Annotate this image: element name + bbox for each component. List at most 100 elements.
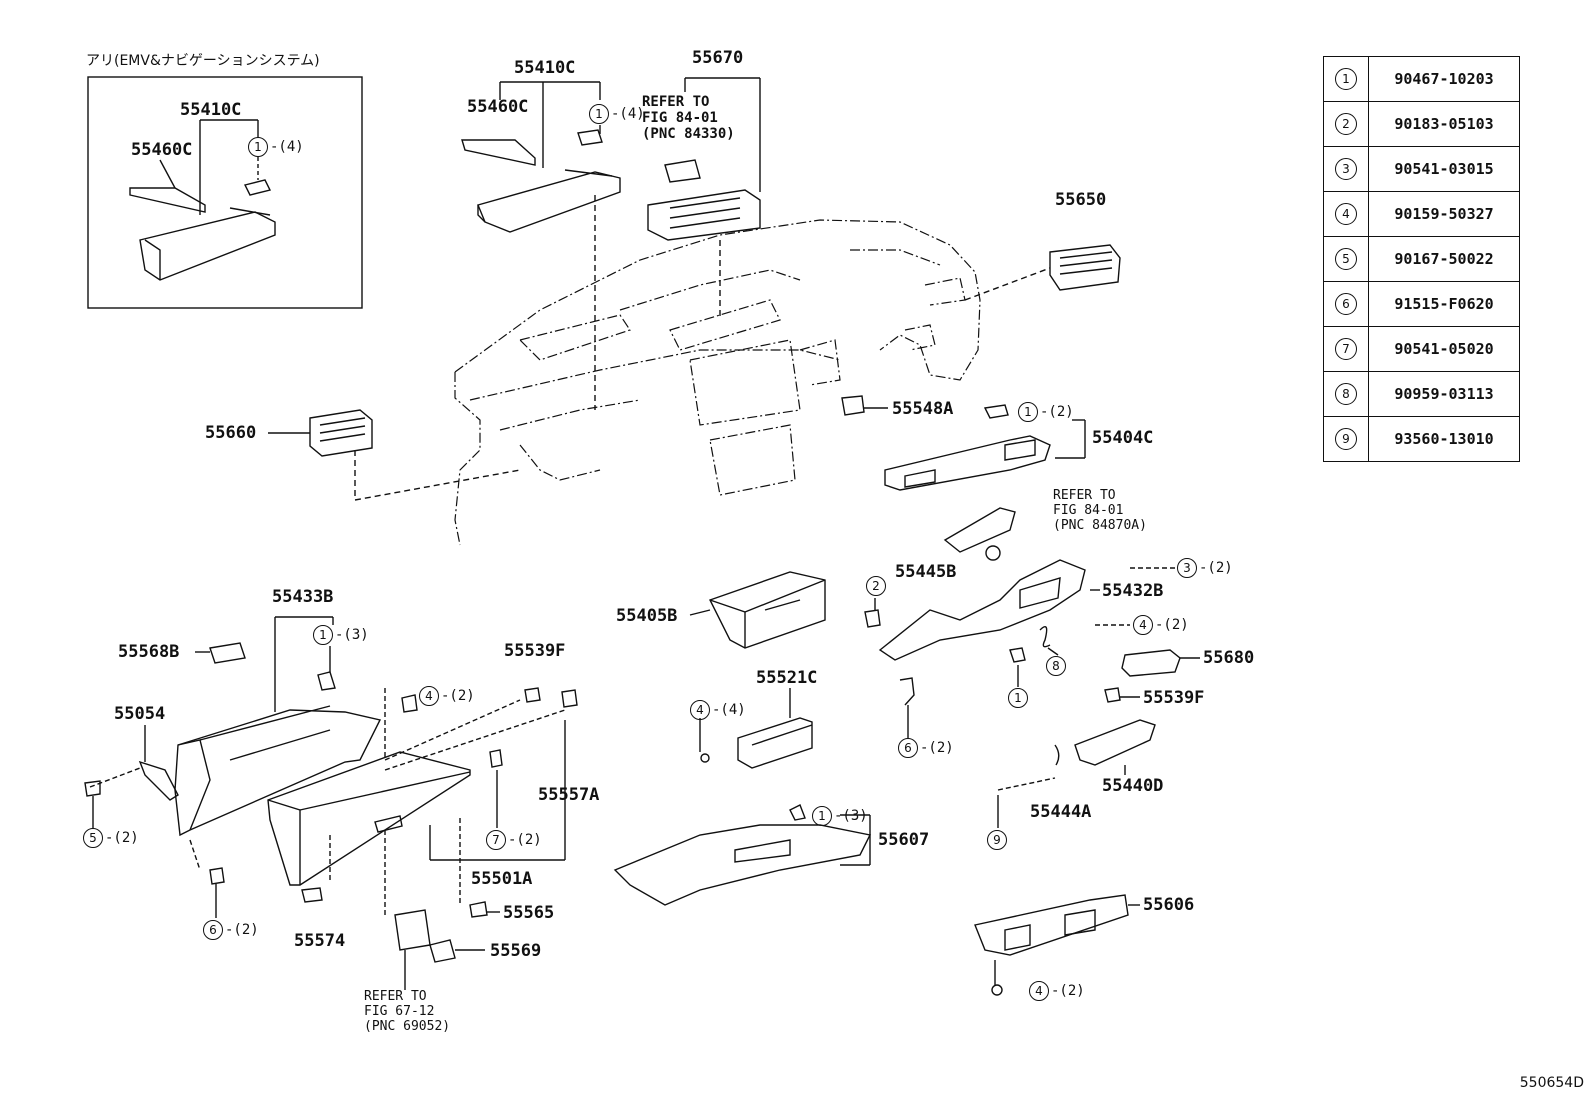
part-label-55548A: 55548A	[892, 399, 954, 419]
cover-55607-drawing	[613, 804, 872, 906]
part-label-55432B: 55432B	[1102, 581, 1164, 601]
table-part-number: 90541-03015	[1368, 146, 1520, 192]
table-row: 4 90159-50327	[1323, 191, 1520, 237]
callout-circle-6-glovebox: 6	[203, 920, 223, 940]
callout-qty-3-55432B: -(2)	[1199, 560, 1233, 576]
box-55405B-drawing	[689, 571, 826, 649]
part-label-55460C-inset: 55460C	[131, 140, 193, 160]
part-label-55607: 55607	[878, 830, 930, 850]
part-label-55460C: 55460C	[467, 97, 529, 117]
part-label-55539F-left: 55539F	[504, 641, 566, 661]
part-55680-drawing	[1121, 649, 1181, 677]
callout-circle-4-55521C: 4	[690, 700, 710, 720]
callout-circle-1-55433B: 1	[313, 625, 333, 645]
right-vent-drawing	[1049, 244, 1121, 291]
callout-circle-4-55606: 4	[1029, 981, 1049, 1001]
part-label-55404C: 55404C	[1092, 428, 1154, 448]
part-label-55574: 55574	[294, 931, 346, 951]
switch-panel-drawing	[943, 507, 1016, 553]
part-label-55501A: 55501A	[471, 869, 533, 889]
part-label-55568B: 55568B	[118, 642, 180, 662]
pocket-55521C-drawing	[699, 688, 813, 769]
left-vent-drawing	[268, 409, 373, 457]
callout-circle-1-top: 1	[589, 104, 609, 124]
table-row: 5 90167-50022	[1323, 236, 1520, 282]
glovebox-outer-drawing	[174, 616, 382, 837]
callout-circle-1-55607: 1	[812, 806, 832, 826]
upper-box-drawing	[461, 81, 621, 410]
callout-qty-5-55054: -(2)	[105, 830, 139, 846]
callout-circle-4-glovebox: 4	[419, 686, 439, 706]
table-row-number: 7	[1335, 338, 1357, 360]
part-label-55433B: 55433B	[272, 587, 334, 607]
callout-qty-1-55404C: -(2)	[1040, 404, 1074, 420]
diagram-id: 550654D	[1519, 1075, 1584, 1091]
table-row: 3 90541-03015	[1323, 146, 1520, 192]
part-label-55410C: 55410C	[514, 58, 576, 78]
panel-55440D-drawing	[997, 719, 1156, 828]
callout-qty-7-55501A: -(2)	[508, 832, 542, 848]
table-part-number: 90959-03113	[1368, 371, 1520, 417]
table-part-number: 90467-10203	[1368, 56, 1520, 102]
table-row: 8 90959-03113	[1323, 371, 1520, 417]
clip-55568B-drawing	[209, 642, 246, 664]
ref-note-55445B: REFER TO FIG 84-01 (PNC 84870A)	[1053, 488, 1147, 533]
part-label-55680: 55680	[1203, 648, 1255, 668]
part-label-55557A: 55557A	[538, 785, 600, 805]
table-part-number: 91515-F0620	[1368, 281, 1520, 327]
part-label-55565: 55565	[503, 903, 555, 923]
lock-55569-drawing	[384, 818, 500, 990]
table-row-number: 4	[1335, 203, 1357, 225]
part-label-55444A: 55444A	[1030, 802, 1092, 822]
callout-qty-1-inset: -(4)	[270, 139, 304, 155]
part-label-55410C-inset: 55410C	[180, 100, 242, 120]
lower-panel-55432B-drawing	[864, 559, 1175, 738]
table-row-number: 1	[1335, 68, 1357, 90]
callout-qty-6-bracket: -(2)	[920, 740, 954, 756]
part-label-55445B: 55445B	[895, 562, 957, 582]
fastener-table: 1 90467-10203 2 90183-05103 3 90541-0301…	[1323, 56, 1520, 462]
callout-qty-6-glovebox: -(2)	[225, 922, 259, 938]
callout-qty-4-glovebox: -(2)	[441, 688, 475, 704]
table-row-number: 8	[1335, 383, 1357, 405]
part-label-55539F-right: 55539F	[1143, 688, 1205, 708]
callout-qty-1-55607: -(3)	[834, 808, 868, 824]
part-label-55569: 55569	[490, 941, 542, 961]
callout-qty-4-55606: -(2)	[1051, 983, 1085, 999]
callout-circle-1-clip: 1	[1008, 688, 1028, 708]
inset-part-drawing	[129, 119, 276, 281]
part-label-55054: 55054	[114, 704, 166, 724]
table-part-number: 90167-50022	[1368, 236, 1520, 282]
table-row: 1 90467-10203	[1323, 56, 1520, 102]
table-row-number: 9	[1335, 428, 1357, 450]
callout-qty-1-top: -(4)	[611, 106, 645, 122]
center-vent-drawing	[647, 77, 761, 318]
callout-circle-7-55501A: 7	[486, 830, 506, 850]
ref-note-55670: REFER TO FIG 84-01 (PNC 84330)	[642, 94, 735, 143]
dashboard-outline-drawing	[454, 219, 981, 546]
callout-circle-9-55444A: 9	[987, 830, 1007, 850]
part-label-55405B: 55405B	[616, 606, 678, 626]
table-row-number: 5	[1335, 248, 1357, 270]
inset-frame	[87, 76, 363, 309]
table-row: 6 91515-F0620	[1323, 281, 1520, 327]
callout-qty-4-55521C: -(4)	[712, 702, 746, 718]
table-part-number: 90159-50327	[1368, 191, 1520, 237]
table-row: 2 90183-05103	[1323, 101, 1520, 147]
callout-circle-2-bracket: 2	[866, 576, 886, 596]
trim-55404C-drawing	[884, 404, 1086, 491]
callout-circle-4-55432B: 4	[1133, 615, 1153, 635]
part-label-55670: 55670	[692, 48, 744, 68]
part-label-55606: 55606	[1143, 895, 1195, 915]
callout-circle-1-inset: 1	[248, 137, 268, 157]
callout-circle-6-bracket: 6	[898, 738, 918, 758]
inset-title: アリ(EMV&ナビゲーションシステム)	[86, 53, 320, 69]
part-label-55660: 55660	[205, 423, 257, 443]
table-row-number: 3	[1335, 158, 1357, 180]
part-label-55521C: 55521C	[756, 668, 818, 688]
table-part-number: 90541-05020	[1368, 326, 1520, 372]
callout-qty-1-55433B: -(3)	[335, 627, 369, 643]
callout-circle-3-55432B: 3	[1177, 558, 1197, 578]
